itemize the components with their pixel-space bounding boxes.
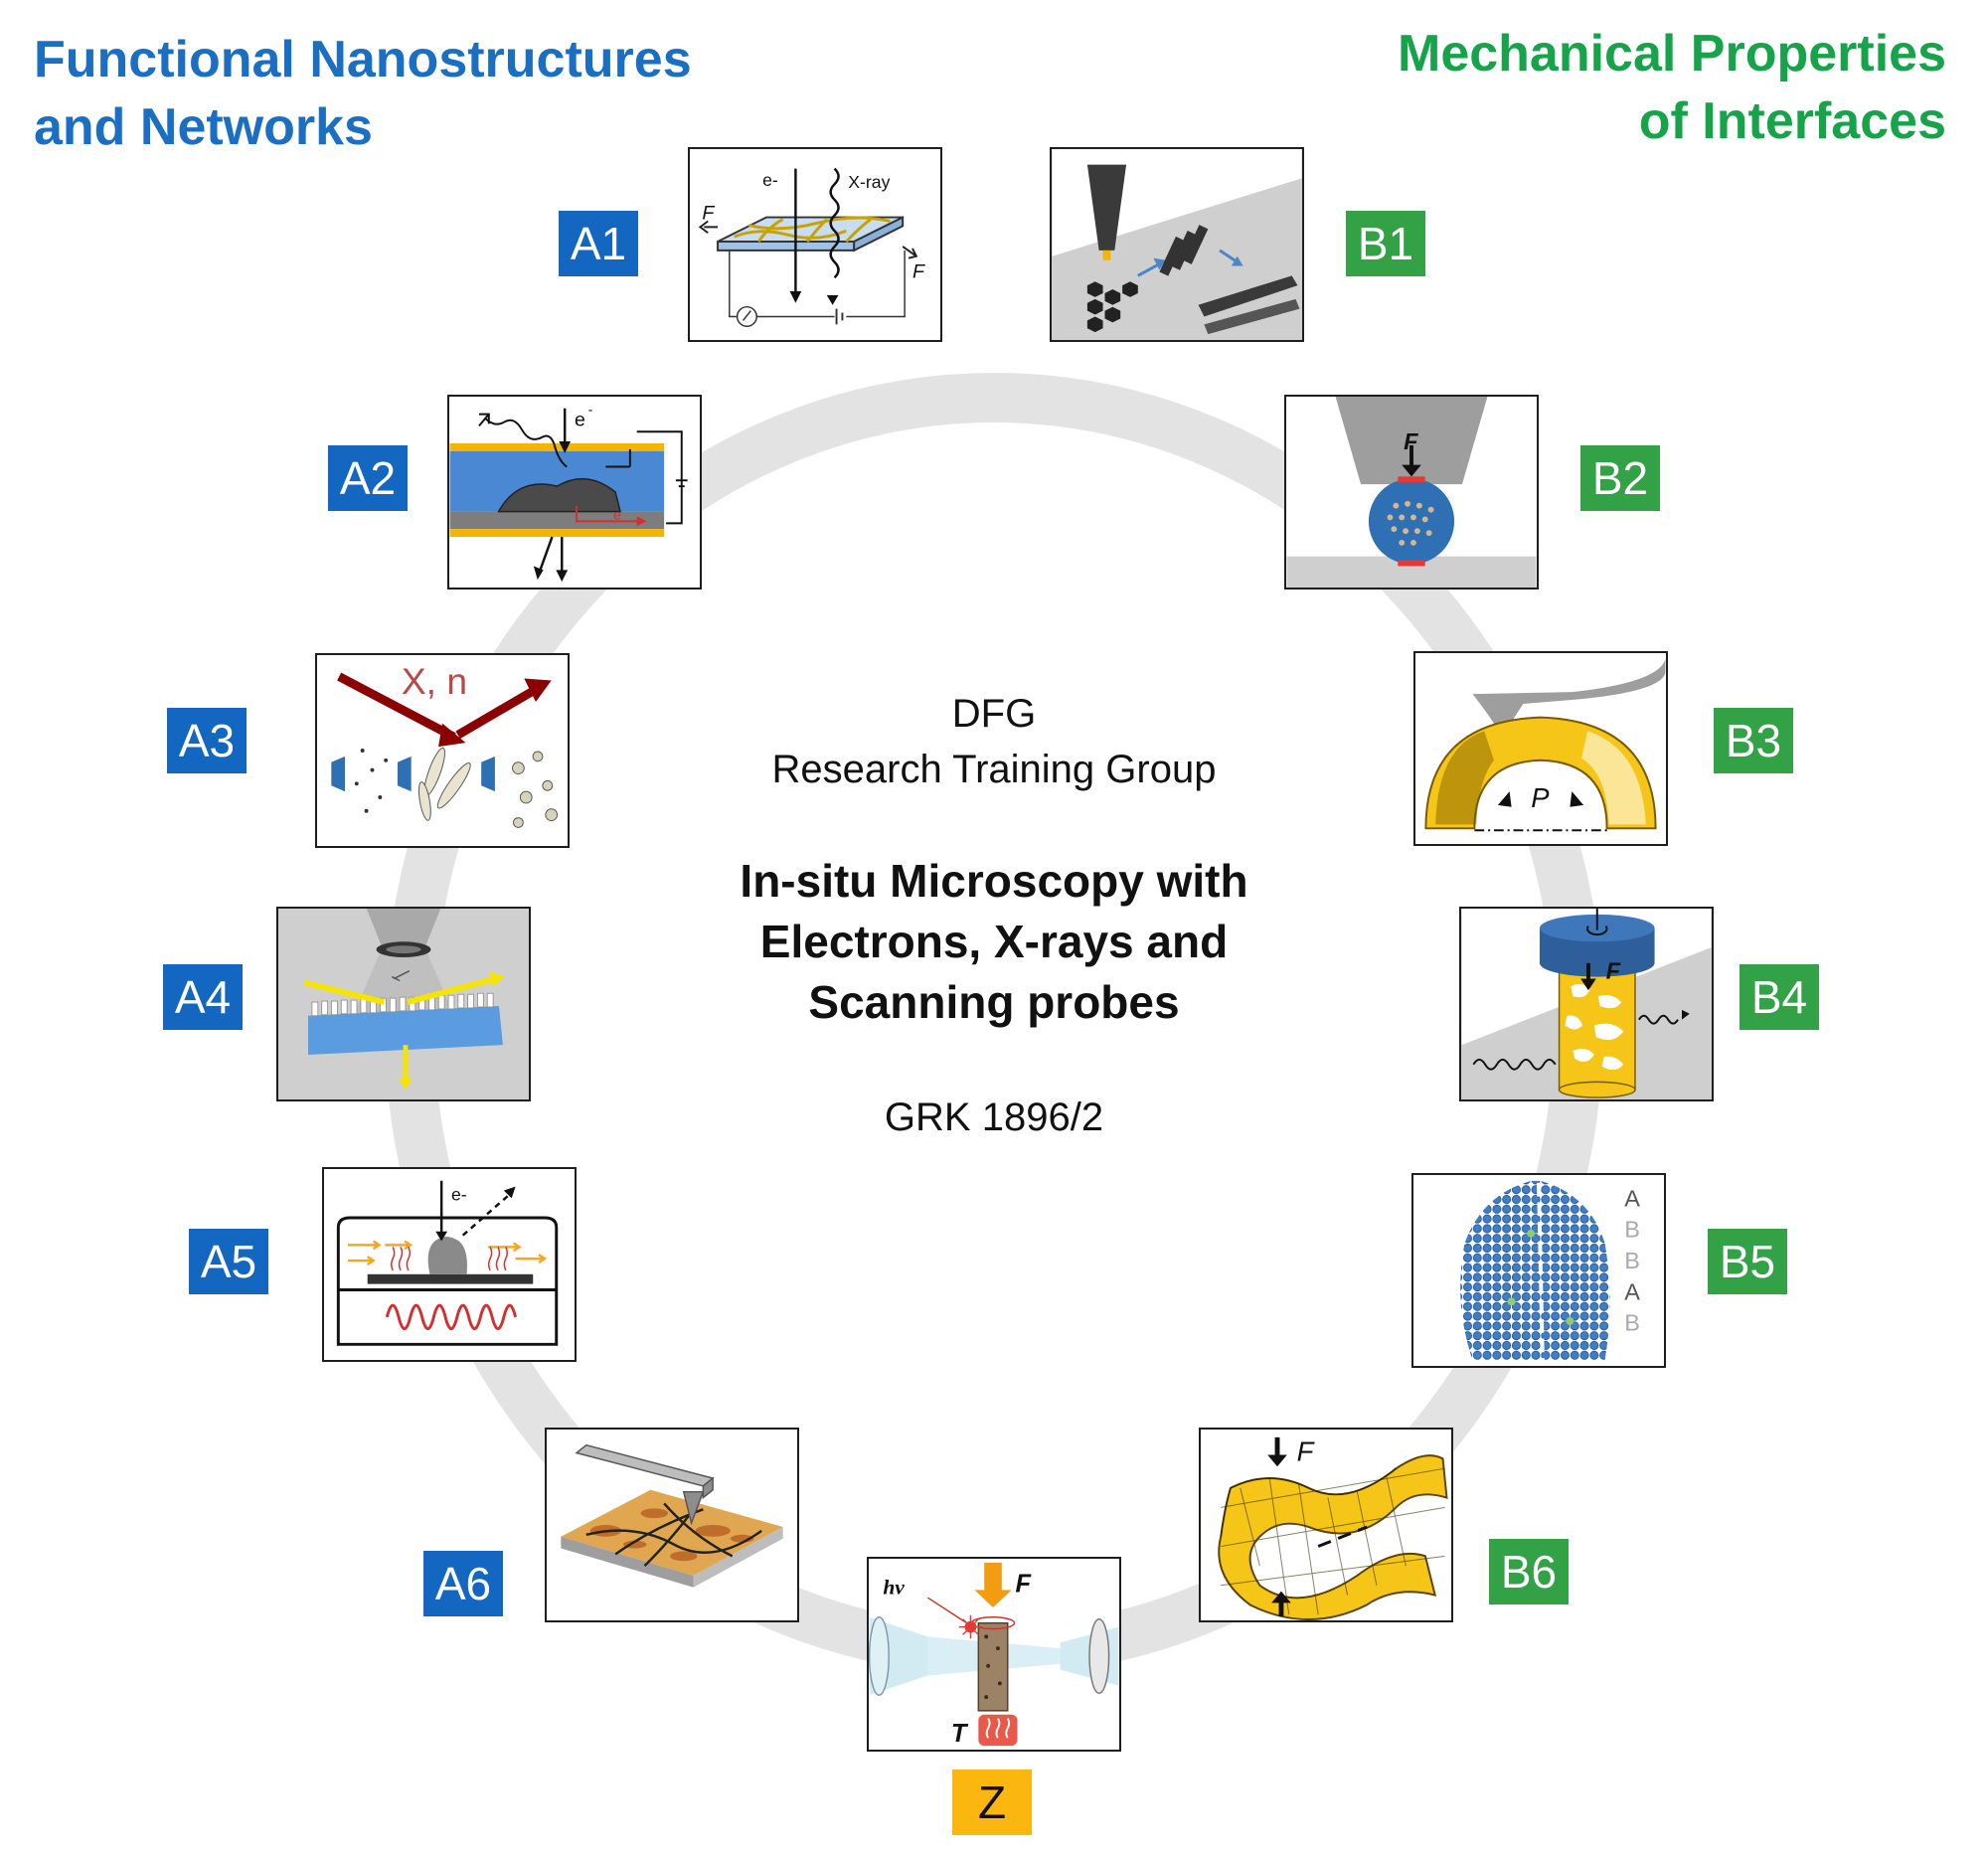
program-type: Research Training Group <box>771 748 1217 791</box>
project-b1-illustration <box>1050 147 1304 342</box>
b5-stacking-label-4: A <box>1624 1278 1640 1304</box>
project-a6-label: A6 <box>423 1551 503 1616</box>
a2-electron-label: e <box>575 409 585 430</box>
project-z-label: Z <box>952 1770 1032 1835</box>
z-photon-label: hν <box>883 1575 905 1599</box>
project-a4-illustration <box>276 907 531 1101</box>
project-b4-label: B4 <box>1740 964 1819 1030</box>
a1-force-label-left: F <box>702 203 715 225</box>
z-force-label: F <box>1016 1570 1033 1598</box>
a2-red-electron-label: e <box>613 507 621 522</box>
project-a2-label: A2 <box>328 445 408 511</box>
project-a6-illustration <box>545 1428 799 1622</box>
project-b4-illustration: F <box>1459 907 1714 1101</box>
group-b-heading-line-2: of Interfaces <box>1638 92 1946 150</box>
b3-pressure-label: P <box>1531 782 1550 813</box>
project-b5-illustration: A B B A B <box>1411 1173 1666 1368</box>
a5-electron-label: e- <box>451 1184 467 1204</box>
project-z-illustration: F hν T <box>867 1557 1121 1752</box>
project-b6-label: B6 <box>1489 1539 1569 1604</box>
project-b5-label: B5 <box>1708 1229 1787 1294</box>
project-b2-label: B2 <box>1580 445 1660 511</box>
a3-xray-neutron-label: X, n <box>402 660 467 702</box>
a1-electron-label: e- <box>762 170 778 190</box>
group-a-heading-line-2: and Networks <box>34 98 373 156</box>
b5-stacking-label-1: A <box>1624 1185 1640 1211</box>
group-a-heading: Functional Nanostructures and Networks <box>34 26 692 161</box>
z-temperature-label: T <box>951 1720 969 1748</box>
b5-stacking-label-5: B <box>1624 1310 1640 1336</box>
program-title-line-1: In-situ Microscopy with <box>740 855 1248 907</box>
b2-force-label: F <box>1404 428 1418 454</box>
project-a1-label: A1 <box>559 211 638 276</box>
project-b1-label: B1 <box>1346 211 1425 276</box>
program-code: GRK 1896/2 <box>884 1096 1104 1139</box>
program-funder: DFG <box>951 692 1037 736</box>
a2-electron-superscript: - <box>588 403 593 418</box>
project-a1-illustration: e- X-ray F F <box>688 147 942 342</box>
project-a2-illustration: e - e <box>447 395 702 590</box>
a1-force-label-right: F <box>912 260 925 282</box>
project-b2-illustration: F <box>1284 395 1539 590</box>
project-a3-label: A3 <box>167 708 247 773</box>
b4-force-label: F <box>1606 958 1621 984</box>
group-a-heading-line-1: Functional Nanostructures <box>34 31 692 88</box>
group-b-heading-line-1: Mechanical Properties <box>1398 25 1946 83</box>
b5-stacking-label-2: B <box>1624 1217 1640 1243</box>
project-b6-illustration: F <box>1199 1428 1453 1622</box>
a1-xray-label: X-ray <box>848 172 890 192</box>
group-b-heading: Mechanical Properties of Interfaces <box>1398 20 1946 155</box>
project-a4-label: A4 <box>163 964 243 1030</box>
program-title-line-3: Scanning probes <box>808 976 1180 1028</box>
b5-stacking-label-3: B <box>1624 1248 1640 1273</box>
project-a5-label: A5 <box>189 1229 268 1294</box>
project-b3-illustration: P <box>1413 651 1668 846</box>
project-a3-illustration: X, n <box>315 653 570 848</box>
b6-force-label: F <box>1297 1435 1316 1466</box>
program-organization: DFG Research Training Group <box>596 686 1392 797</box>
program-title: In-situ Microscopy with Electrons, X-ray… <box>596 851 1392 1033</box>
program-title-line-2: Electrons, X-rays and <box>759 916 1229 967</box>
project-b3-label: B3 <box>1714 708 1793 773</box>
project-a5-illustration: e- <box>322 1167 577 1362</box>
